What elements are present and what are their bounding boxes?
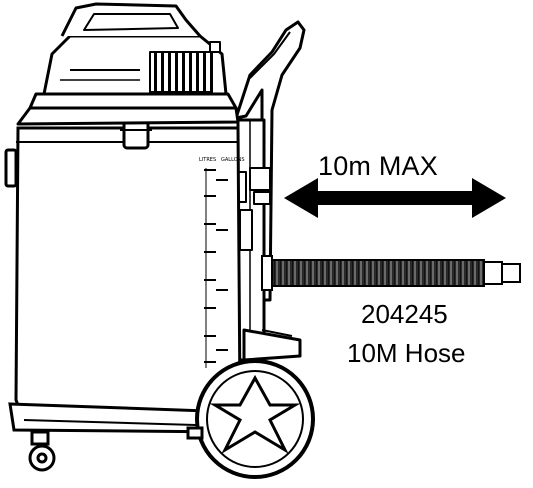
double-arrow-icon	[284, 178, 506, 218]
hose	[261, 255, 521, 291]
max-length-label: 10m MAX	[318, 151, 438, 181]
tank	[4, 96, 242, 434]
scale-heading-litres: LITRES	[199, 157, 217, 163]
scale-heading-gallons: GALLONS	[221, 157, 245, 163]
trolley-frame	[234, 20, 306, 362]
part-number-label: 204245	[361, 299, 448, 329]
rear-wheel-icon	[195, 359, 315, 479]
hose-description-label: 10M Hose	[347, 338, 466, 368]
front-caster-icon	[28, 426, 204, 472]
motor-head	[16, 2, 240, 126]
